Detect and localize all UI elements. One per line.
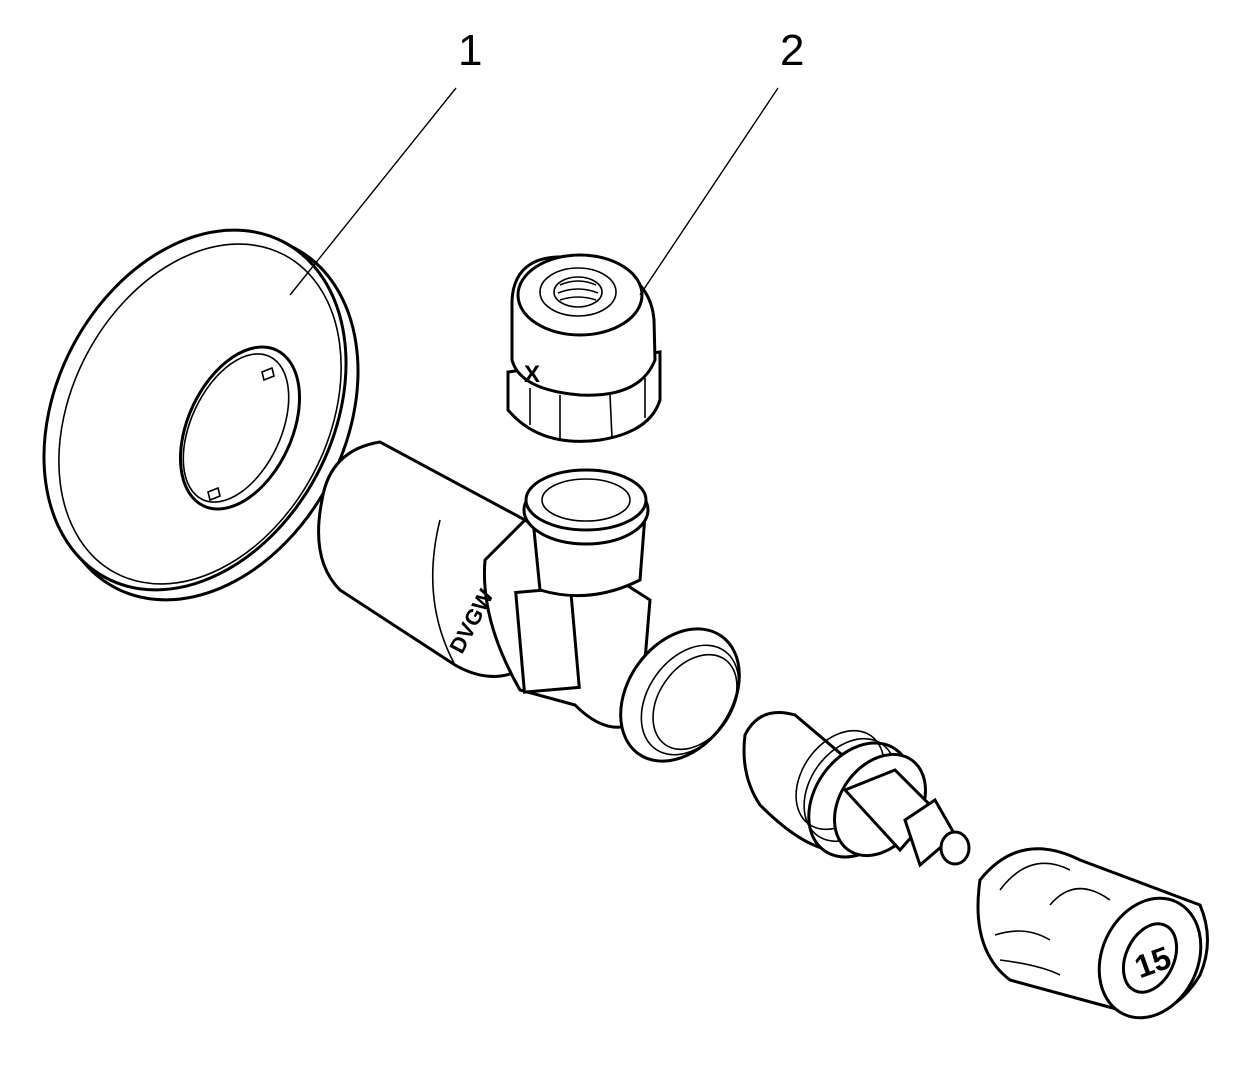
nut-mark: X [524,361,540,388]
leader-line-1 [289,87,457,296]
compression-nut: X [506,253,662,443]
handle-cap: 15 [976,847,1209,1020]
rosette [42,228,360,602]
callout-1: 1 [458,26,482,75]
callout-2: 2 [780,26,804,75]
angle-valve-body: DVGW [317,440,741,763]
valve-cartridge [742,711,971,868]
leader-line-2 [639,87,779,296]
